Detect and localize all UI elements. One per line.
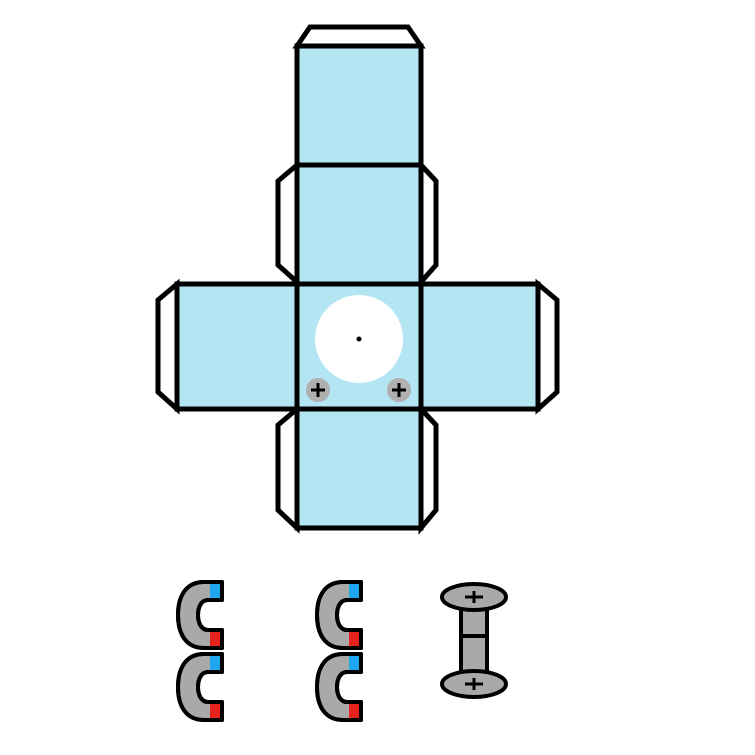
face-bottom bbox=[294, 406, 424, 531]
tab-top bbox=[292, 24, 426, 49]
horseshoe-magnet-icon bbox=[176, 652, 224, 722]
face-left bbox=[174, 281, 300, 412]
screw-icon bbox=[306, 378, 330, 402]
magnet-stack-1 bbox=[176, 580, 224, 722]
screw-icon bbox=[387, 378, 411, 402]
tab-left bbox=[155, 278, 180, 415]
cube-faces bbox=[174, 43, 541, 531]
horseshoe-magnet-icon bbox=[315, 652, 363, 722]
tab-right bbox=[535, 278, 560, 415]
face-right bbox=[418, 281, 541, 412]
tab-upper-left bbox=[275, 159, 300, 288]
center-dot bbox=[356, 336, 362, 342]
axle-with-screws bbox=[440, 582, 508, 699]
magnet-stack-2 bbox=[315, 580, 363, 722]
horseshoe-magnet-icon bbox=[315, 580, 363, 650]
horseshoe-magnet-icon bbox=[176, 580, 224, 650]
tab-lower-left bbox=[275, 403, 300, 534]
screw-icon bbox=[440, 582, 508, 612]
screw-icon bbox=[440, 669, 508, 699]
face-upper bbox=[294, 162, 424, 287]
face-top bbox=[294, 43, 424, 168]
